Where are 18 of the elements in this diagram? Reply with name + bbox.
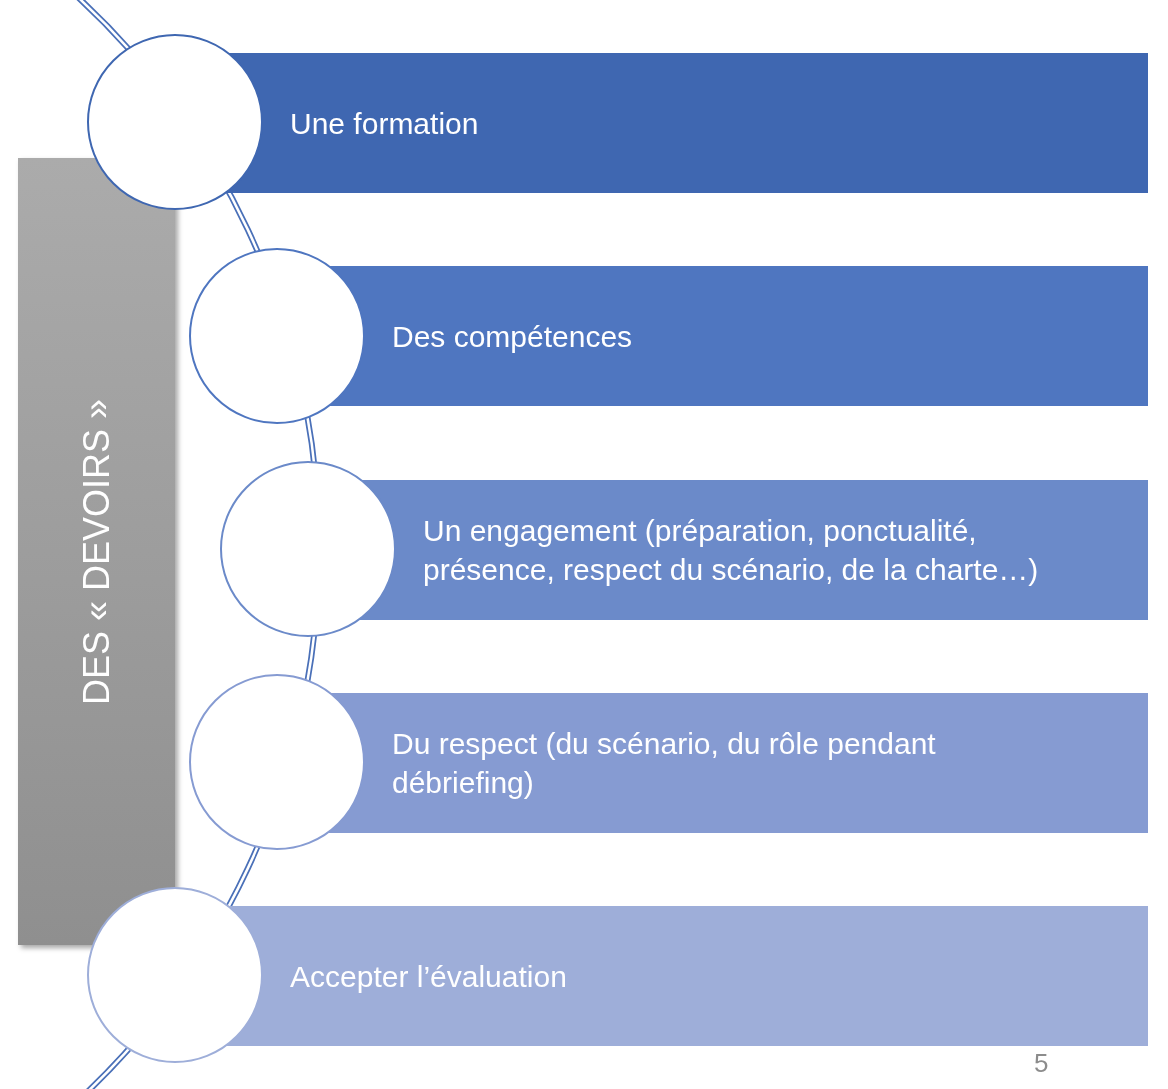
- circle-marker: [87, 34, 263, 210]
- item-bar: [263, 906, 1148, 1046]
- item-text: Une formation: [290, 105, 479, 142]
- item-text: Du respect (du scénario, du rôle pendant débriefing): [392, 726, 937, 801]
- circle-marker: [189, 674, 365, 850]
- panel-title: DES « DEVOIRS »: [75, 398, 118, 705]
- item-bar: [263, 53, 1148, 193]
- item-bar: [365, 693, 1148, 833]
- page-number: 5: [1034, 1048, 1049, 1079]
- circle-marker: [189, 248, 365, 424]
- item-bar: [396, 480, 1148, 620]
- vertical-panel: [18, 158, 175, 945]
- item-text: Des compétences: [392, 318, 633, 355]
- circle-marker: [220, 461, 396, 637]
- item-bar: [365, 266, 1148, 406]
- circle-marker: [87, 887, 263, 1063]
- item-text: Un engagement (préparation, ponctualité, présence, respect du scénario, de la charte…): [423, 513, 1040, 588]
- item-text: Accepter l’évaluation: [290, 958, 567, 995]
